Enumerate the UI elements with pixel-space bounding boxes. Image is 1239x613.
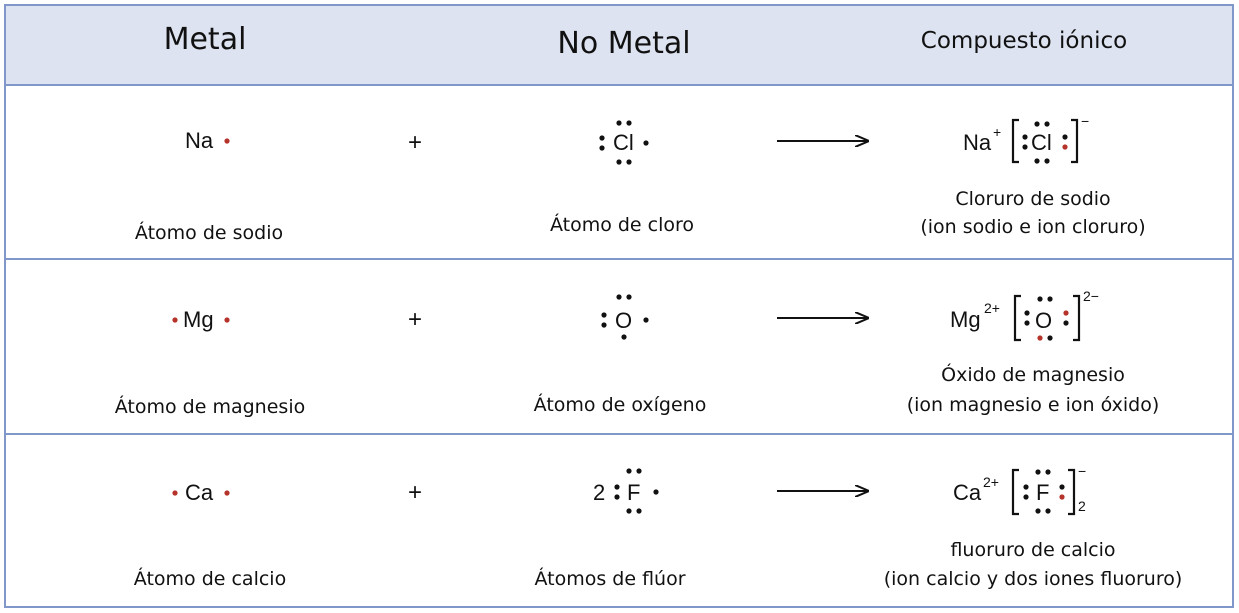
anion-subscript: 2 (1078, 498, 1086, 514)
nonmetal-symbol-f: F (627, 480, 640, 505)
valence-electron (224, 138, 230, 144)
cation-charge: 2+ (984, 300, 1000, 316)
nonmetal-label: Átomos de flúor (534, 568, 686, 590)
metal-symbol-ca: Ca (185, 480, 214, 505)
metal-symbol-na: Na (185, 128, 214, 153)
f-anion-electrons (1023, 469, 1065, 514)
table-header (6, 6, 1232, 85)
nonmetal-coefficient: 2 (593, 480, 605, 505)
cation-charge: + (993, 124, 1001, 140)
nonmetal-symbol-cl: Cl (613, 130, 634, 155)
row-divider-1 (6, 258, 1232, 260)
metal-label: Átomo de sodio (134, 222, 284, 244)
o-anion-electrons (1024, 296, 1069, 341)
anion-o: O (1035, 308, 1052, 333)
header-metal: Metal (163, 22, 247, 57)
compound-desc: (ion calcio y dos iones fluoruro) (883, 568, 1183, 590)
nonmetal-symbol-o: O (615, 308, 632, 333)
header-compound: Compuesto iónico (920, 28, 1128, 54)
plus-sign: + (408, 479, 422, 506)
metal-label: Átomo de magnesio (114, 396, 306, 418)
anion-charge: − (1081, 113, 1089, 129)
plus-sign: + (408, 129, 422, 156)
f-electrons (614, 468, 659, 514)
compound-desc: (ion sodio e ion cloruro) (920, 216, 1146, 238)
valence-electron (172, 317, 178, 323)
right-bracket (1073, 294, 1081, 342)
metal-label: Átomo de calcio (133, 568, 287, 590)
cation-charge: 2+ (983, 474, 999, 490)
metal-symbol-mg: Mg (183, 307, 214, 332)
anion-charge: 2− (1083, 288, 1099, 304)
right-bracket (1068, 468, 1076, 516)
row-divider-2 (6, 433, 1232, 435)
cl-electrons (599, 120, 649, 165)
header-nonmetal: No Metal (557, 26, 691, 61)
row-1: Na + Cl Na + Cl − (185, 113, 1089, 165)
left-bracket (1013, 294, 1021, 342)
compound-name: Cloruro de sodio (955, 188, 1111, 210)
valence-electron (224, 317, 230, 323)
anion-cl: Cl (1031, 130, 1052, 155)
cation-na: Na (963, 130, 992, 155)
cation-ca: Ca (953, 480, 982, 505)
right-bracket (1071, 118, 1079, 164)
nonmetal-label: Átomo de cloro (549, 214, 695, 236)
cation-mg: Mg (950, 307, 981, 332)
compound-name: fluoruro de calcio (950, 539, 1116, 561)
header-divider (6, 84, 1232, 86)
row-2: Mg + O Mg 2+ O 2− (172, 288, 1099, 342)
plus-sign: + (408, 306, 422, 333)
cl-anion-electrons (1022, 121, 1068, 164)
table-frame (4, 4, 1234, 608)
o-electrons (601, 294, 649, 340)
compound-desc: (ion magnesio e ion óxido) (906, 394, 1160, 416)
left-bracket (1011, 468, 1019, 516)
compound-name: Óxido de magnesio (941, 364, 1125, 386)
valence-electron (224, 490, 230, 496)
left-bracket (1011, 118, 1019, 164)
nonmetal-label: Átomo de oxígeno (533, 394, 707, 416)
valence-electron (172, 490, 178, 496)
anion-charge: − (1078, 463, 1086, 479)
row-3: Ca + 2 F Ca 2+ F − 2 (172, 463, 1086, 516)
anion-f: F (1036, 480, 1049, 505)
